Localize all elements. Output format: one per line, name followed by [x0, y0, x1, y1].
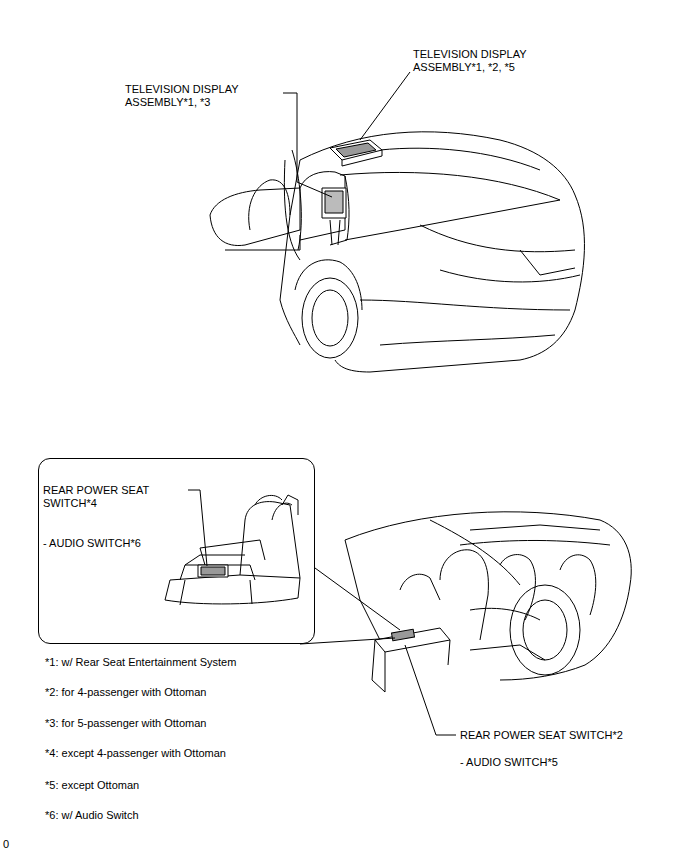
footnote: *1: w/ Rear Seat Entertainment System [45, 656, 445, 669]
part-label: - AUDIO SWITCH*6 [43, 537, 193, 550]
part-label: REAR POWER SEAT SWITCH*2 [460, 729, 660, 742]
part-label: - AUDIO SWITCH*5 [460, 756, 660, 769]
part-label: TELEVISION DISPLAY ASSEMBLY*1, *3 [125, 83, 280, 109]
inset-box: REAR POWER SEAT SWITCH*4 - AUDIO SWITCH*6 [38, 458, 315, 644]
part-label: REAR POWER SEAT SWITCH*4 [43, 484, 193, 510]
footnote: *6: w/ Audio Switch [45, 809, 445, 822]
part-label: 0 [3, 838, 33, 851]
footnote: *4: except 4-passenger with Ottoman [45, 747, 445, 760]
part-label: TELEVISION DISPLAY ASSEMBLY*1, *2, *5 [413, 48, 578, 74]
footnote: *2: for 4-passenger with Ottoman [45, 686, 445, 699]
footnote: *3: for 5-passenger with Ottoman [45, 717, 445, 730]
footnote: *5: except Ottoman [45, 779, 445, 792]
